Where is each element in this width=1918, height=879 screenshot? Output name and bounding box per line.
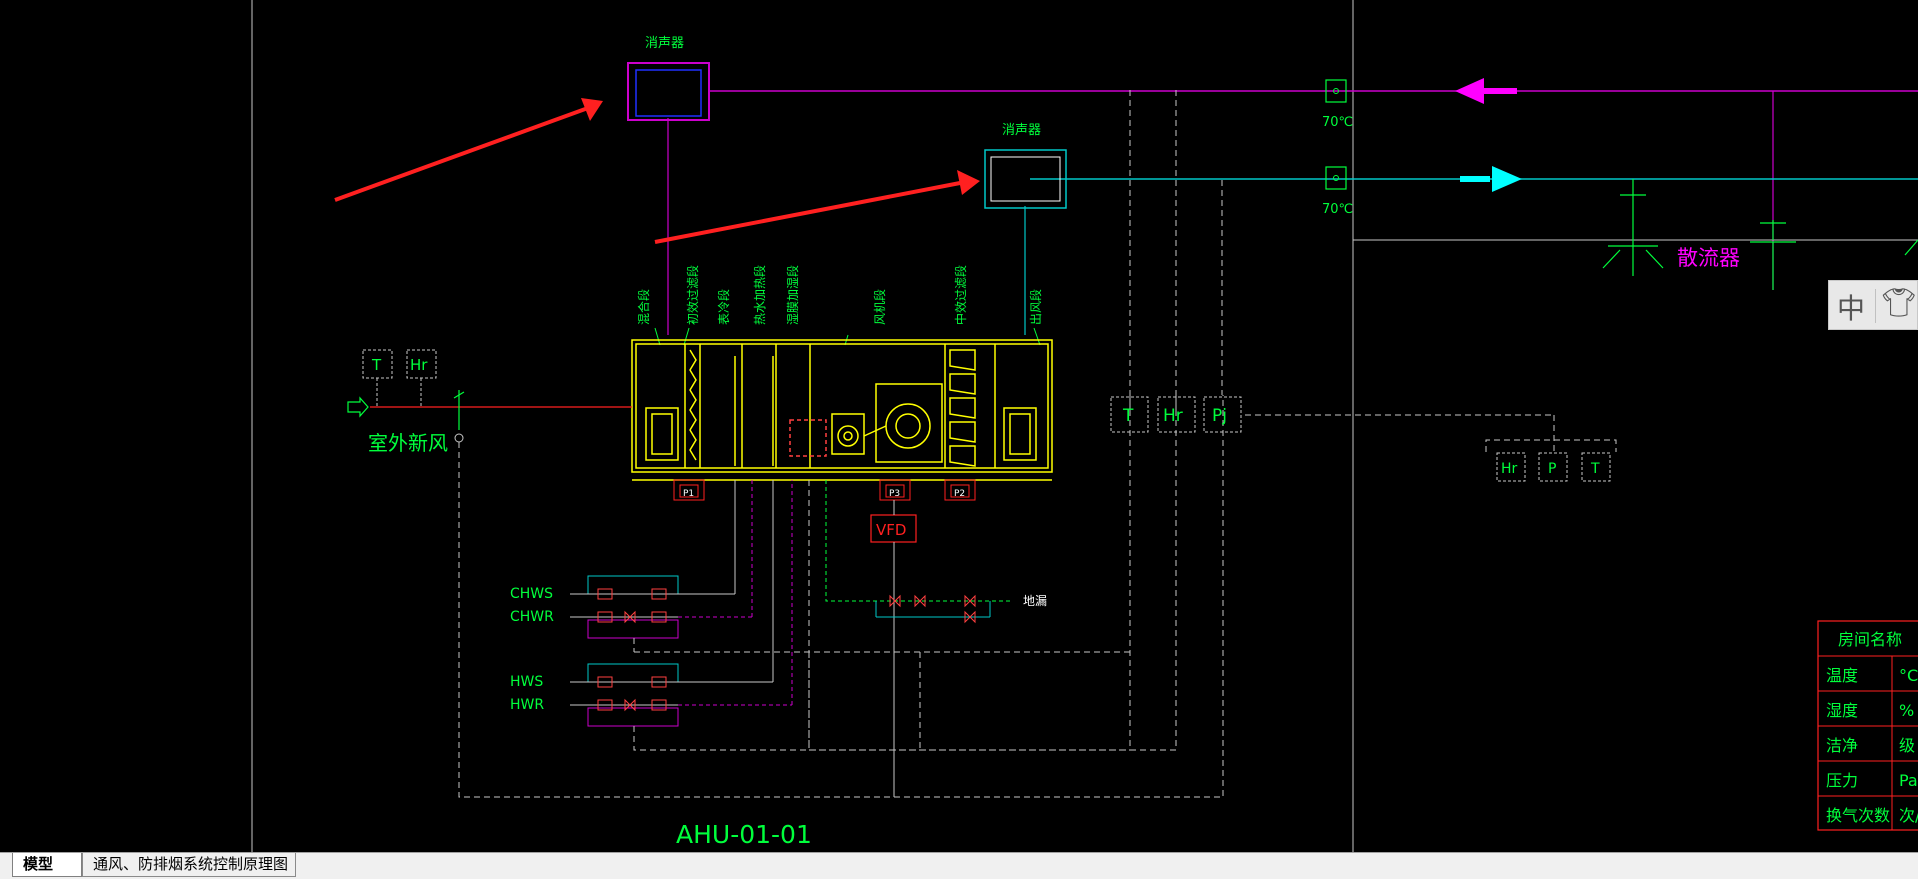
- ime-toolbar[interactable]: 中 👕︎: [1828, 280, 1918, 330]
- svg-text:Hr: Hr: [1501, 461, 1518, 477]
- svg-text:P1: P1: [683, 489, 694, 499]
- fire-damper-1[interactable]: [1325, 79, 1347, 103]
- svg-text:T: T: [371, 356, 382, 374]
- room-table-header: 房间名称: [1838, 630, 1902, 649]
- section-label-cooling: 表冷段: [716, 289, 731, 325]
- hws-label: HWS: [510, 674, 543, 690]
- sensor-return-pressure[interactable]: Pj: [1203, 396, 1242, 433]
- drain-label: 地漏: [1023, 594, 1047, 608]
- sensor-outdoor-humidity[interactable]: Hr: [406, 349, 437, 379]
- svg-text:Hr: Hr: [410, 356, 428, 374]
- outdoor-air-label: 室外新风: [368, 431, 448, 455]
- room-table-row-unit: 次/h: [1899, 806, 1918, 825]
- drawing-canvas[interactable]: 消声器 消声器 70℃ 70℃: [0, 0, 1918, 852]
- silencer-1[interactable]: [627, 62, 710, 121]
- sensor-return-temperature[interactable]: T: [1110, 396, 1149, 433]
- section-label-primary-filter: 初效过滤段: [685, 265, 700, 325]
- svg-text:T: T: [1590, 461, 1600, 477]
- annotation-arrow-1: [334, 98, 603, 202]
- section-label-outlet: 出风段: [1028, 289, 1043, 325]
- section-label-mixing: 混合段: [636, 289, 651, 325]
- sensor-room-humidity[interactable]: Hr: [1496, 452, 1526, 482]
- fire-damper-2-temp: 70℃: [1322, 202, 1353, 217]
- diffuser-1[interactable]: [1602, 179, 1664, 276]
- chwr-label: CHWR: [510, 609, 554, 625]
- sensor-outdoor-temperature[interactable]: T: [362, 349, 393, 379]
- svg-text:P3: P3: [889, 489, 900, 499]
- sensor-return-humidity[interactable]: Hr: [1157, 396, 1196, 433]
- sensor-room-temperature[interactable]: T: [1581, 452, 1611, 482]
- ahu-unit[interactable]: [631, 339, 1053, 481]
- vfd-box[interactable]: VFD: [870, 514, 917, 543]
- svg-text:P: P: [1548, 461, 1556, 477]
- ime-divider: [1875, 289, 1876, 323]
- room-table-row-unit: 级: [1899, 736, 1915, 755]
- silencer-2[interactable]: [984, 149, 1067, 209]
- annotation-arrow-2: [654, 170, 980, 244]
- ime-language-toggle[interactable]: 中: [1837, 293, 1866, 324]
- room-table-row-name: 洁净: [1826, 736, 1858, 755]
- fire-damper-1-temp: 70℃: [1322, 115, 1353, 130]
- room-table-row-name: 压力: [1826, 771, 1858, 790]
- tab-layout[interactable]: 通风、防排烟系统控制原理图: [82, 853, 296, 877]
- silencer-2-label: 消声器: [1002, 123, 1041, 138]
- room-table-row-unit: Pa: [1899, 771, 1918, 790]
- return-duct: [1024, 178, 1918, 335]
- supply-duct: [667, 90, 1918, 335]
- hwr-label: HWR: [510, 697, 544, 713]
- hot-water-valve-group[interactable]: [570, 480, 793, 727]
- room-table-row-unit: °C: [1899, 666, 1918, 685]
- section-label-humidify: 湿膜加湿段: [785, 265, 800, 325]
- supply-flow-arrow: [1460, 166, 1522, 192]
- chilled-water-valve-group[interactable]: [570, 480, 753, 639]
- layout-tab-bar: 模型 通风、防排烟系统控制原理图: [0, 852, 1918, 879]
- room-table-row-name: 温度: [1826, 666, 1858, 685]
- section-label-medium-filter: 中效过滤段: [953, 265, 968, 325]
- section-labels: 混合段 初效过滤段 表冷段 热水加热段 湿膜加湿段 风机段 中效过滤段 出风段: [636, 265, 1043, 325]
- chws-label: CHWS: [510, 586, 553, 602]
- room-table-row-unit: %: [1899, 701, 1914, 720]
- section-label-heating: 热水加热段: [752, 265, 767, 325]
- ahu-name-label: AHU-01-01: [676, 820, 812, 849]
- room-table-row-name: 湿度: [1826, 701, 1858, 720]
- svg-text:VFD: VFD: [876, 521, 906, 539]
- pressure-sensor-p3[interactable]: P3: [879, 479, 911, 501]
- room-table-row-name: 换气次数: [1826, 806, 1890, 825]
- diffuser-label: 散流器: [1677, 246, 1740, 270]
- shirt-icon[interactable]: 👕︎: [1881, 287, 1917, 318]
- room-parameter-table: 房间名称 温度 °C 湿度 % 洁净 级 压力 Pa 换气次数 次/h: [1817, 620, 1918, 831]
- svg-text:Hr: Hr: [1163, 406, 1183, 426]
- fire-damper-2[interactable]: [1325, 166, 1347, 190]
- diffuser-2[interactable]: [1750, 220, 1796, 290]
- section-label-fan: 风机段: [872, 289, 887, 325]
- tab-model[interactable]: 模型: [12, 853, 82, 877]
- pressure-sensor-p2[interactable]: P2: [944, 479, 976, 501]
- svg-text:T: T: [1122, 406, 1134, 426]
- svg-text:P2: P2: [954, 489, 965, 499]
- svg-text:Pj: Pj: [1212, 406, 1227, 426]
- sensor-room-pressure[interactable]: P: [1538, 452, 1568, 482]
- return-flow-arrow: [1455, 78, 1517, 104]
- pressure-sensor-p1[interactable]: P1: [673, 479, 705, 501]
- silencer-1-label: 消声器: [645, 36, 684, 51]
